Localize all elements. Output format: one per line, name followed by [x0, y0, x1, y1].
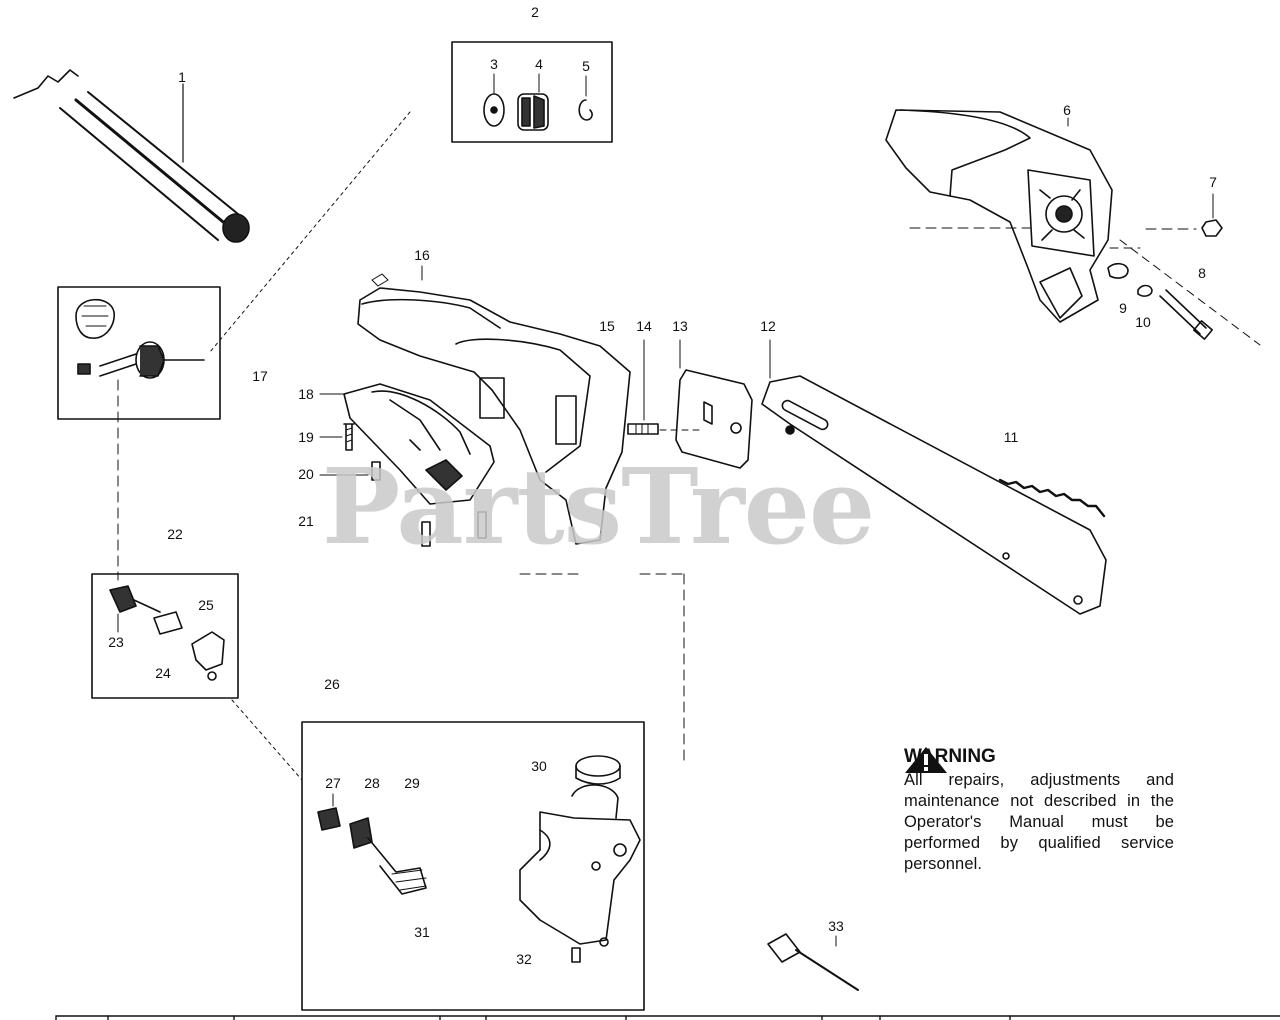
callout-4: 4	[535, 56, 543, 72]
warning-notice: WARNING All repairs, adjustments and mai…	[904, 746, 1174, 875]
callout-5: 5	[582, 58, 590, 74]
tensioner-box	[57, 286, 221, 420]
callout-19: 19	[298, 429, 314, 445]
callout-14: 14	[636, 318, 652, 334]
oil-tank	[519, 755, 641, 963]
warning-triangle-icon	[905, 747, 947, 773]
callout-7: 7	[1209, 174, 1217, 190]
callout-20: 20	[298, 466, 314, 482]
scrench-tool	[767, 933, 859, 991]
adjuster-parts	[109, 585, 225, 681]
callout-11: 11	[1003, 429, 1019, 445]
oil-system-box	[301, 721, 645, 1011]
warning-body: All repairs, adjustments and maintenance…	[904, 771, 1174, 873]
tensioner-parts	[75, 111, 411, 581]
callout-3: 3	[490, 56, 498, 72]
bar-stud	[627, 339, 701, 435]
sprocket-kit-box	[451, 41, 613, 143]
callout-6: 6	[1063, 102, 1071, 118]
callout-21: 21	[298, 513, 314, 529]
callout-25: 25	[198, 597, 214, 613]
callout-13: 13	[672, 318, 688, 334]
callout-15: 15	[599, 318, 615, 334]
side-plate	[675, 339, 753, 469]
callout-24: 24	[155, 665, 171, 681]
bar-plate	[319, 383, 495, 505]
callout-33: 33	[828, 918, 844, 934]
callout-17: 17	[252, 368, 268, 384]
callout-29: 29	[404, 775, 420, 791]
callout-22: 22	[167, 526, 183, 542]
callout-32: 32	[516, 951, 532, 967]
warning-heading: WARNING	[904, 746, 1174, 773]
callout-2: 2	[531, 4, 539, 20]
callout-23: 23	[108, 634, 124, 650]
shaft-tube	[13, 69, 250, 243]
callout-30: 30	[531, 758, 547, 774]
callout-27: 27	[325, 775, 341, 791]
screws	[319, 423, 487, 547]
bar-mount-hardware	[1107, 193, 1261, 346]
callout-31: 31	[414, 924, 430, 940]
callout-1: 1	[178, 69, 186, 85]
adjuster-box	[91, 573, 239, 699]
callout-16: 16	[414, 247, 430, 263]
callout-28: 28	[364, 775, 380, 791]
callout-12: 12	[760, 318, 776, 334]
oil-pump-parts	[317, 793, 427, 895]
sprocket-kit-parts	[483, 73, 593, 131]
guide-bar	[761, 339, 1107, 615]
callout-10: 10	[1135, 314, 1151, 330]
callout-26: 26	[324, 676, 340, 692]
sprocket-cover	[885, 109, 1113, 323]
parts-table-edge	[55, 1015, 1280, 1020]
drive-housing	[357, 265, 631, 545]
callout-18: 18	[298, 386, 314, 402]
assembly-leaders	[231, 573, 685, 781]
callout-8: 8	[1198, 265, 1206, 281]
callout-9: 9	[1119, 300, 1127, 316]
